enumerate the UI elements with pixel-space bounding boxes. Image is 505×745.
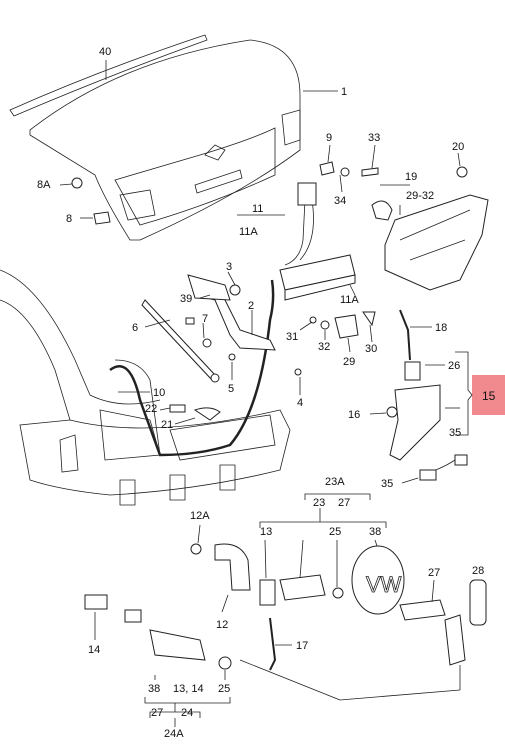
label-12A: 12A bbox=[190, 510, 210, 522]
label-32: 32 bbox=[318, 341, 330, 353]
label-27-top: 27 bbox=[338, 497, 350, 509]
car-rear-body bbox=[0, 269, 291, 506]
leader-lines bbox=[59, 60, 473, 727]
label-38-low: 38 bbox=[148, 683, 160, 695]
label-16: 16 bbox=[348, 409, 360, 421]
label-24: 24 bbox=[181, 707, 193, 719]
label-4: 4 bbox=[297, 397, 303, 409]
label-26: 26 bbox=[448, 360, 460, 372]
label-30: 30 bbox=[365, 343, 377, 355]
label-6: 6 bbox=[132, 322, 138, 334]
label-17: 17 bbox=[296, 640, 308, 652]
label-13-14: 13, 14 bbox=[173, 683, 204, 695]
label-5: 5 bbox=[228, 383, 234, 395]
label-23: 23 bbox=[313, 497, 325, 509]
label-10: 10 bbox=[153, 387, 165, 399]
label-35-low: 35 bbox=[381, 478, 393, 490]
label-11A-top: 11A bbox=[239, 226, 258, 238]
part-number-labels: 40 1 9 33 20 8A 8 34 19 29-32 11 11A 11A… bbox=[37, 46, 496, 740]
trunk-seal bbox=[109, 279, 275, 457]
spoiler-strip bbox=[9, 34, 208, 117]
label-25-mid: 25 bbox=[329, 526, 341, 538]
label-22: 22 bbox=[145, 403, 157, 415]
label-14: 14 bbox=[88, 644, 100, 656]
label-9: 9 bbox=[326, 132, 332, 144]
label-21: 21 bbox=[161, 419, 173, 431]
label-29-32: 29-32 bbox=[406, 190, 434, 202]
label-31: 31 bbox=[286, 331, 298, 343]
label-39: 39 bbox=[180, 293, 192, 305]
label-27-right: 27 bbox=[428, 567, 440, 579]
label-13: 13 bbox=[260, 526, 272, 538]
highlight-box bbox=[472, 375, 505, 415]
lock-cylinder-assembly: VW bbox=[84, 543, 487, 671]
label-23A: 23A bbox=[325, 476, 345, 488]
label-28: 28 bbox=[472, 565, 484, 577]
label-29: 29 bbox=[343, 356, 355, 368]
label-24A: 24A bbox=[164, 728, 184, 740]
label-3: 3 bbox=[226, 261, 232, 273]
label-8A: 8A bbox=[37, 179, 51, 191]
svg-text:VW: VW bbox=[366, 572, 402, 597]
label-2: 2 bbox=[248, 300, 254, 312]
label-25-low: 25 bbox=[218, 683, 230, 695]
label-33: 33 bbox=[368, 132, 380, 144]
label-15: 15 bbox=[482, 389, 496, 403]
label-18: 18 bbox=[435, 322, 447, 334]
label-34: 34 bbox=[334, 195, 346, 207]
label-19: 19 bbox=[405, 171, 417, 183]
label-7: 7 bbox=[202, 313, 208, 325]
label-40: 40 bbox=[99, 46, 111, 58]
label-11: 11 bbox=[252, 203, 263, 215]
label-35-mid: 35 bbox=[449, 427, 461, 439]
label-27-low: 27 bbox=[151, 707, 163, 719]
label-8: 8 bbox=[66, 213, 72, 225]
label-1: 1 bbox=[341, 86, 347, 98]
label-12: 12 bbox=[216, 619, 228, 631]
lock-module bbox=[384, 194, 489, 291]
label-38: 38 bbox=[369, 526, 381, 538]
trunk-lid bbox=[29, 39, 301, 241]
hinge-39 bbox=[187, 274, 231, 301]
label-11A-bottom: 11A bbox=[340, 294, 359, 306]
label-20: 20 bbox=[452, 141, 464, 153]
number-plate-light bbox=[279, 182, 356, 301]
